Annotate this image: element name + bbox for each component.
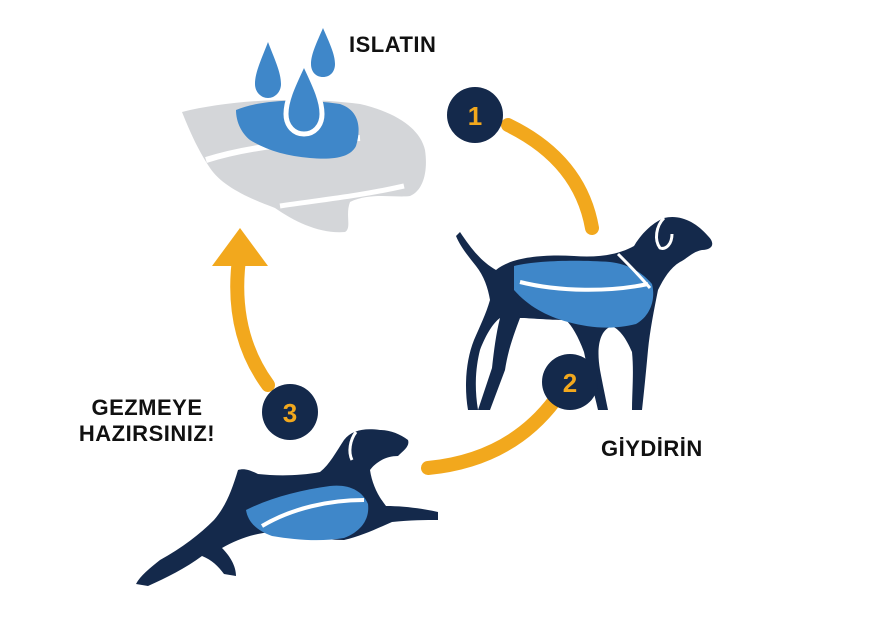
arrow-segment-1-to-2 [501, 118, 599, 235]
step-label-ready-line1: GEZMEYE [91, 395, 203, 420]
step-label-wear: GİYDİRİN [601, 436, 703, 461]
running-dog-icon [136, 429, 438, 586]
arrow-head [212, 228, 268, 266]
arrow-segment-3-to-1 [230, 245, 275, 392]
step-number-3: 3 [283, 398, 297, 428]
step-label-ready-line2: HAZIRSINIZ! [78, 421, 216, 447]
step-label-wet: ISLATIN [349, 32, 437, 57]
step-badge-3: 3 [262, 384, 318, 440]
step-number-1: 1 [468, 101, 482, 131]
step-label-ready: GEZMEYE HAZIRSINIZ! [62, 395, 232, 448]
standing-dog-icon [456, 216, 713, 410]
water-drops-icon [255, 28, 335, 137]
step-number-2: 2 [563, 368, 577, 398]
arrow-segment-2-to-3 [421, 393, 562, 475]
cycle-arrows [230, 118, 599, 475]
step-badge-2: 2 [542, 354, 598, 410]
step-badge-1: 1 [447, 87, 503, 143]
